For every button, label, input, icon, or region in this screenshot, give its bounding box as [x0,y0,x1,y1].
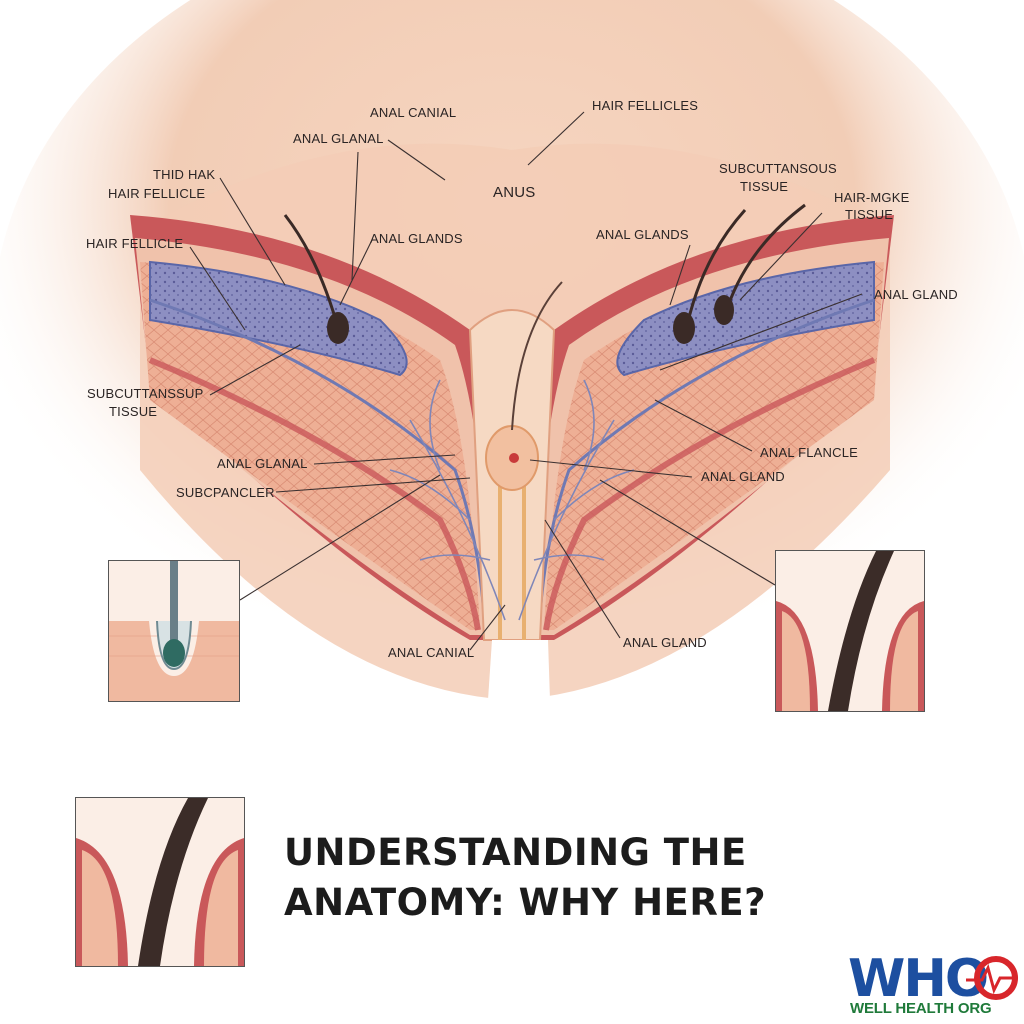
anus-opening [509,453,519,463]
vein-network [389,379,635,621]
leader-lines [189,111,863,651]
label-hair-fellicles-top: HAIR FELLICLES [592,98,698,113]
label-subcuttansup-line1: SUBCUTTANSSUP [87,386,203,401]
label-anal-canial-bottom: ANAL CANIAL [388,645,474,660]
logo-text: WELL HEALTH ORG [850,1000,992,1017]
well-health-logo: WHO WELL HEALTH ORG [848,948,1020,1020]
inset-follicle-bulb [108,560,240,702]
label-anal-glands-left: ANAL GLANDS [370,231,463,246]
label-anal-canial-top: ANAL CANIAL [370,105,456,120]
label-thid-hak: THID HAK [153,167,215,182]
label-hair-mgke-line2: TISSUE [845,207,893,222]
canal-exit [484,640,552,760]
label-hair-fellicle-left-2: HAIR FELLICLE [86,236,183,251]
heartbeat-icon [966,963,1018,995]
label-anal-flancle: ANAL FLANCLE [760,445,858,460]
label-anal-gland-right-1: ANAL GLAND [874,287,958,302]
headline-line-2: ANATOMY: WHY HERE? [284,881,767,924]
label-anal-glanal-mid: ANAL GLANAL [217,456,308,471]
label-hair-mgke-line1: HAIR-MGKE [834,190,910,205]
label-hair-fellicle-left-1: HAIR FELLICLE [108,186,205,201]
label-anal-glanal-top: ANAL GLANAL [293,131,384,146]
headline-line-1: UNDERSTANDING THE [284,831,747,874]
logo-mark: WHO [848,949,987,1004]
label-subcuttansous-line2: TISSUE [740,179,788,194]
hair-shafts [283,203,806,344]
label-subcuttansous-line1: SUBCUTTANSOUS [719,161,837,176]
label-anal-gland-right-3: ANAL GLAND [623,635,707,650]
label-anus: ANUS [493,184,535,201]
label-subcpancler: SUBCPANCLER [176,485,275,500]
headline: UNDERSTANDING THE ANATOMY: WHY HERE? [284,828,766,928]
label-subcuttansup-line2: TISSUE [109,404,157,419]
label-group: ANAL CANIAL HAIR FELLICLES ANAL GLANAL A… [86,98,958,660]
inset-hair-shaft-right [775,550,925,712]
inset-hair-shaft-bottom [75,797,245,967]
left-tissue-wedge [130,215,500,640]
label-anal-glands-right: ANAL GLANDS [596,227,689,242]
label-anal-gland-right-2: ANAL GLAND [701,469,785,484]
right-tissue-wedge [524,215,894,640]
